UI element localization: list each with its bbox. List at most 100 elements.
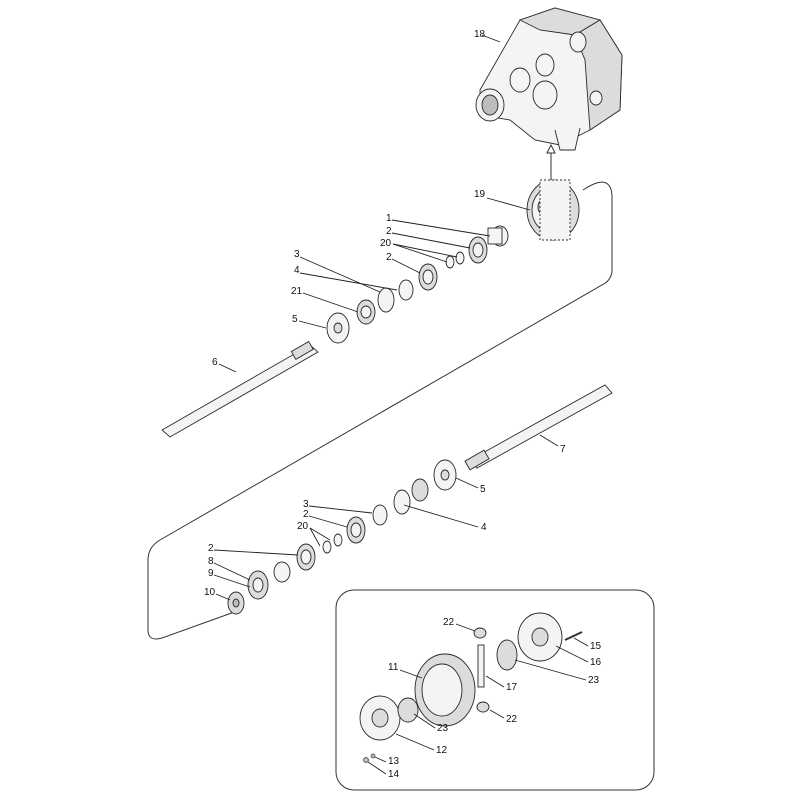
leader-line [213,549,299,556]
callout-number: 16 [590,657,602,668]
callout-number: 22 [443,617,455,628]
leader-line [299,256,381,293]
callout-number: 7 [560,444,566,455]
callout-number: 3 [303,499,309,510]
leader-line [218,363,237,373]
lower-gear-hub [247,570,269,600]
differential-cover-right [517,612,563,662]
bolt-left [363,753,376,763]
leader-line [555,645,589,663]
leader-line [486,197,531,211]
leader-line [213,562,251,581]
differential-ring-gear [414,653,476,727]
leader-line [489,709,505,719]
callout-number: 20 [380,238,392,249]
callout-number: 4 [481,522,487,533]
callout-c2d: 2 [208,543,299,556]
upper-rings [445,251,465,269]
lower-bushing [273,561,291,583]
arrow-head [546,143,556,154]
callout-c2a: 2 [386,226,471,249]
callout-number: 20 [297,521,309,532]
callout-number: 9 [208,568,214,579]
leader-line [308,515,348,528]
callout-number: 15 [590,641,602,652]
callout-number: 17 [506,682,518,693]
callout-c22a: 22 [443,617,476,632]
pinion-gear [227,591,245,615]
callout-c20b: 20 [297,521,331,547]
callout-number: 14 [388,769,400,780]
callout-c16: 16 [555,645,602,668]
callout-number: 2 [303,509,309,520]
leader-line [298,320,327,329]
callout-c23b: 23 [413,713,449,734]
leader-line [391,232,471,249]
side-gear-left [397,697,419,723]
callout-c13: 13 [374,756,400,767]
cross-pin [477,644,485,688]
leader-line [481,34,501,43]
callout-number: 2 [386,252,392,263]
side-gear-right [496,639,518,671]
upper-bearing-1 [468,236,488,264]
callout-c8: 8 [208,556,251,581]
callout-c4a: 4 [294,265,398,291]
output-shaft-lower [464,384,613,471]
lower-rings [322,533,343,554]
spider-gear-top [473,627,487,639]
callout-c19: 19 [474,189,531,211]
callout-c17: 17 [485,675,518,693]
callout-number: 13 [388,756,400,767]
callout-c1: 1 [386,213,491,237]
callout-number: 22 [506,714,518,725]
callout-number: 21 [291,286,303,297]
leader-line [367,761,387,775]
upper-bushing [487,225,509,247]
callout-c21: 21 [291,286,359,313]
callout-number: 18 [474,29,486,40]
gearbox-housing [475,7,623,151]
callout-number: 2 [208,543,214,554]
callout-number: 2 [386,226,392,237]
callout-c5a: 5 [292,314,327,329]
callout-c20a: 20 [380,238,458,263]
leader-line [455,477,479,489]
callout-number: 6 [212,357,218,368]
upper-bearing-2 [418,263,438,291]
callout-number: 5 [480,484,486,495]
callout-number: 5 [292,314,298,325]
lower-bearing-1 [346,516,366,544]
leader-line [573,637,589,647]
callout-c2b: 2 [386,252,421,274]
callout-c3a: 3 [294,249,381,293]
leader-line [302,292,359,313]
callout-c15: 15 [573,637,602,652]
callout-c5b: 5 [455,477,486,495]
upper-washer [326,312,350,344]
leader-line [399,669,423,679]
callout-number: 23 [437,723,449,734]
callout-c9: 9 [208,568,251,588]
upper-seal [356,299,376,325]
leader-line [391,258,421,274]
assembly-path-line [147,181,613,640]
callout-number: 1 [386,213,392,224]
lower-bearing-2 [296,543,316,571]
callout-c10: 10 [204,587,231,601]
leader-line [514,659,587,681]
callout-number: 11 [388,662,399,673]
callout-number: 4 [294,265,300,276]
leader-line [539,434,559,447]
callout-c14: 14 [367,761,400,780]
drive-gear [526,179,580,241]
callout-c4b: 4 [403,504,487,533]
spider-gear-bottom [476,701,490,713]
leader-line [299,272,398,291]
upper-circlips [377,279,414,313]
leader-line [309,527,321,547]
leader-line [308,505,373,514]
callout-c6: 6 [212,357,237,373]
differential-inset-box [335,589,655,791]
